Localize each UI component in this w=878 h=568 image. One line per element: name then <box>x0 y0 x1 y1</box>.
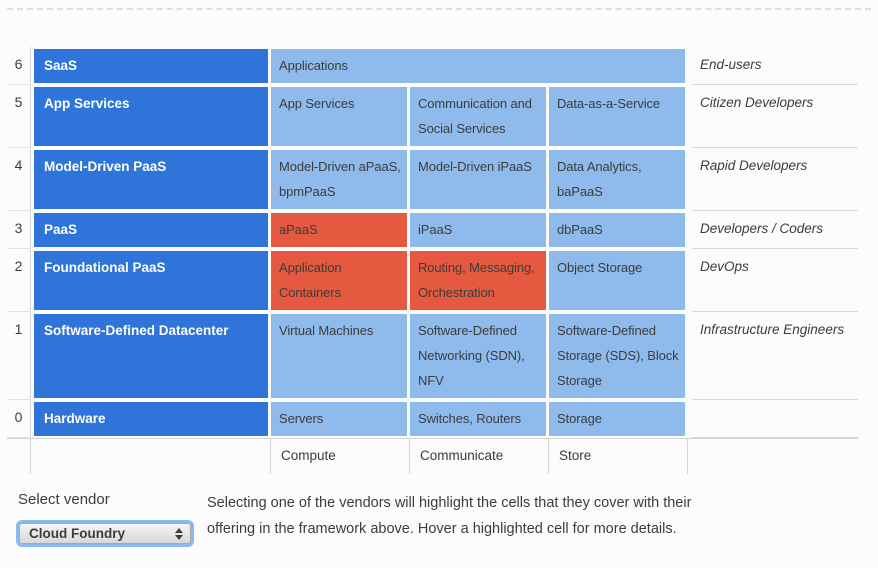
cell-communicate-level-5[interactable]: Communication and Social Services <box>410 87 546 146</box>
column-label-store: Store <box>549 439 688 474</box>
cell-communicate-level-3[interactable]: iPaaS <box>410 213 546 247</box>
cell-compute-level-3[interactable]: aPaaS <box>271 213 407 247</box>
vendor-select[interactable]: Cloud Foundry <box>16 520 194 547</box>
select-vendor-label: Select vendor <box>18 491 110 508</box>
level-number-5: 5 <box>7 85 31 148</box>
cell-communicate-level-2[interactable]: Routing, Messaging, Orchestration <box>410 251 546 310</box>
cell-store-level-4[interactable]: Data Analytics, baPaaS <box>549 150 685 209</box>
cell-store-level-2[interactable]: Object Storage <box>549 251 685 310</box>
label-row-users-spacer <box>688 439 858 474</box>
cell-all-columns-level-6[interactable]: Applications <box>271 49 685 83</box>
label-row-number-spacer <box>7 439 31 474</box>
select-updown-icon <box>175 527 183 540</box>
layer-name-3: PaaS <box>34 213 268 247</box>
user-role-level-2: DevOps <box>692 249 858 312</box>
level-number-3: 3 <box>7 211 31 249</box>
cell-store-level-5[interactable]: Data-as-a-Service <box>549 87 685 146</box>
cell-compute-level-0[interactable]: Servers <box>271 402 407 436</box>
user-role-level-1: Infrastructure Engineers <box>692 312 858 400</box>
user-role-level-3: Developers / Coders <box>692 211 858 249</box>
level-number-0: 0 <box>7 400 31 438</box>
user-role-level-5: Citizen Developers <box>692 85 858 148</box>
cell-compute-level-1[interactable]: Virtual Machines <box>271 314 407 398</box>
cell-store-level-1[interactable]: Software-Defined Storage (SDS), Block St… <box>549 314 685 398</box>
cell-communicate-level-0[interactable]: Switches, Routers <box>410 402 546 436</box>
vendor-select-value: Cloud Foundry <box>29 526 125 541</box>
vendor-help-text: Selecting one of the vendors will highli… <box>207 495 692 537</box>
user-role-level-6: End-users <box>692 47 858 85</box>
level-number-6: 6 <box>7 47 31 85</box>
layer-name-2: Foundational PaaS <box>34 251 268 310</box>
user-role-level-4: Rapid Developers <box>692 148 858 211</box>
cell-compute-level-4[interactable]: Model-Driven aPaaS, bpmPaaS <box>271 150 407 209</box>
layer-name-6: SaaS <box>34 49 268 83</box>
layer-name-1: Software-Defined Datacenter <box>34 314 268 398</box>
cell-compute-level-2[interactable]: Application Containers <box>271 251 407 310</box>
level-number-4: 4 <box>7 148 31 211</box>
column-label-compute: Compute <box>271 439 410 474</box>
vendor-section: Select vendor Cloud Foundry Selecting on… <box>7 490 858 547</box>
cell-store-level-3[interactable]: dbPaaS <box>549 213 685 247</box>
layer-name-4: Model-Driven PaaS <box>34 150 268 209</box>
label-row-layer-spacer <box>31 439 271 474</box>
vendor-select-group: Select vendor Cloud Foundry <box>7 490 207 547</box>
cell-communicate-level-1[interactable]: Software-Defined Networking (SDN), NFV <box>410 314 546 398</box>
cell-compute-level-5[interactable]: App Services <box>271 87 407 146</box>
layer-name-0: Hardware <box>34 402 268 436</box>
cell-communicate-level-4[interactable]: Model-Driven iPaaS <box>410 150 546 209</box>
user-role-level-0 <box>692 400 858 438</box>
layer-name-5: App Services <box>34 87 268 146</box>
level-number-1: 1 <box>7 312 31 400</box>
cell-store-level-0[interactable]: Storage <box>549 402 685 436</box>
level-number-2: 2 <box>7 249 31 312</box>
column-label-communicate: Communicate <box>410 439 549 474</box>
top-dashed-divider <box>7 8 871 10</box>
